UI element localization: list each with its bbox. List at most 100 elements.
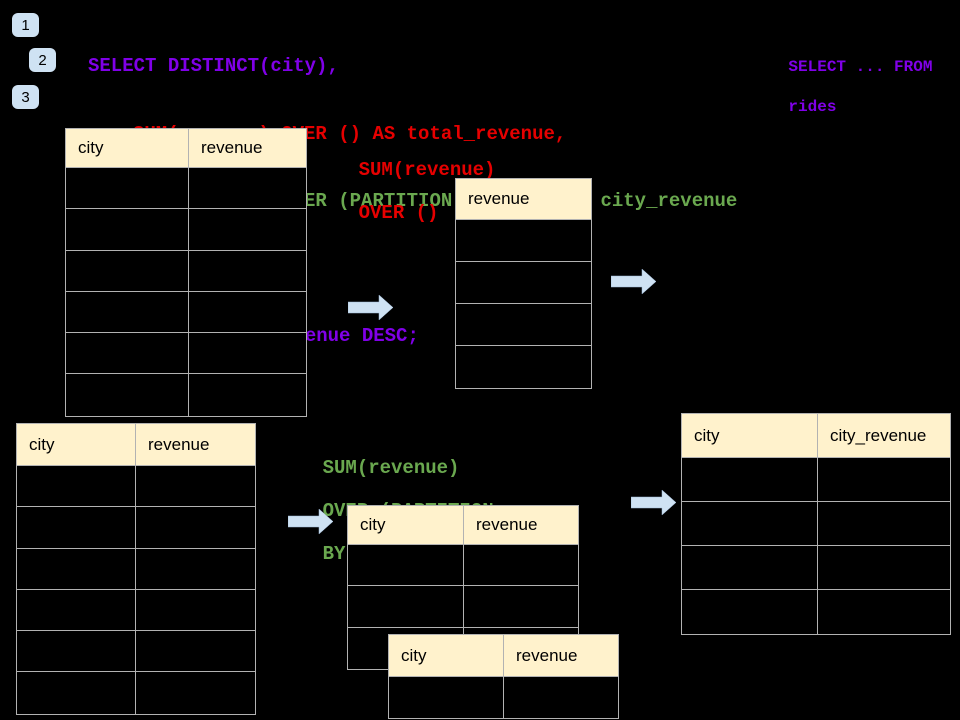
table-cell	[682, 502, 818, 546]
table-cell	[682, 458, 818, 502]
table-row	[66, 250, 306, 292]
table-header: city revenue	[389, 635, 618, 677]
table-row	[456, 346, 591, 388]
annotation-total-line1: SUM(revenue)	[358, 158, 496, 181]
arrow-right-icon	[631, 489, 677, 516]
table-header: city revenue	[66, 129, 306, 168]
table-cell	[17, 631, 136, 673]
table-row	[456, 304, 591, 346]
table-cell	[456, 220, 591, 262]
table-body	[389, 677, 618, 718]
table-body	[456, 220, 591, 388]
table-cell	[682, 590, 818, 634]
table-cell	[66, 333, 189, 375]
table-header: city city_revenue	[682, 414, 950, 458]
table-cell	[17, 589, 136, 632]
annotation-total-revenue: SUM(revenue) OVER ()	[313, 138, 496, 246]
table-cell	[17, 672, 136, 714]
table-header: city revenue	[17, 424, 255, 466]
table-row	[17, 507, 255, 549]
annotation-partition-line1: SUM(revenue)	[322, 456, 460, 479]
arrow-right-icon	[288, 508, 334, 535]
column-header-city-revenue: city_revenue	[830, 425, 927, 445]
table-row	[66, 209, 306, 251]
table-cell	[189, 291, 306, 334]
side-note-line1: SELECT ... FROM	[788, 58, 933, 76]
column-header-revenue: revenue	[476, 515, 538, 534]
table-cell	[456, 262, 591, 304]
table-row	[682, 458, 950, 502]
column-header-city: city	[389, 635, 504, 676]
table-body	[66, 168, 306, 416]
step-badge-1: 1	[12, 13, 39, 37]
table-cell	[17, 466, 136, 508]
table-cell	[818, 458, 950, 502]
table-total-result: revenue	[455, 178, 592, 389]
table-cell	[66, 168, 189, 210]
table-cell	[66, 374, 189, 416]
table-body	[682, 458, 950, 634]
column-header-revenue: revenue	[148, 434, 210, 454]
table-cell	[136, 589, 255, 632]
table-partition-overlay: city revenue	[388, 634, 619, 719]
table-row	[682, 546, 950, 590]
table-cell	[66, 209, 189, 251]
table-cell	[464, 545, 578, 587]
table-cell	[189, 209, 306, 251]
table-row	[66, 333, 306, 375]
table-cell	[456, 346, 591, 388]
annotation-total-line2: OVER ()	[358, 201, 439, 224]
table-cell	[818, 546, 950, 590]
table-source-bottom: city revenue	[16, 423, 256, 715]
table-cell	[818, 502, 950, 546]
table-row	[66, 291, 306, 334]
table-cell	[189, 168, 306, 210]
table-cell	[818, 590, 950, 634]
column-header-city: city	[348, 506, 464, 544]
table-cell	[389, 677, 504, 718]
table-row	[17, 589, 255, 632]
table-cell	[348, 586, 464, 628]
table-row	[17, 466, 255, 508]
table-cell	[464, 586, 578, 628]
table-cell	[136, 466, 255, 508]
column-header-revenue: revenue	[516, 645, 578, 665]
table-row	[17, 672, 255, 714]
table-row	[682, 590, 950, 634]
column-header-city: city	[17, 424, 136, 465]
arrow-right-icon	[348, 294, 394, 321]
table-source-top: city revenue	[65, 128, 307, 417]
table-row	[348, 586, 578, 628]
table-body	[17, 466, 255, 714]
table-row	[389, 677, 618, 718]
table-row	[66, 168, 306, 210]
side-note: SELECT ... FROM rides	[750, 37, 932, 137]
table-cell	[682, 546, 818, 590]
table-row	[66, 374, 306, 416]
table-row	[17, 631, 255, 673]
table-cell	[66, 250, 189, 292]
table-cell	[66, 291, 189, 334]
column-header-revenue: revenue	[468, 189, 530, 208]
table-cell	[456, 304, 591, 346]
table-cell	[17, 548, 136, 590]
table-cell	[17, 507, 136, 549]
table-cell	[189, 333, 306, 375]
column-header-city: city	[682, 414, 818, 457]
table-cell	[504, 677, 618, 718]
table-row	[348, 545, 578, 587]
column-header-revenue: revenue	[201, 138, 263, 157]
table-cell	[136, 507, 255, 549]
arrow-right-icon	[611, 268, 657, 295]
table-cell	[189, 374, 306, 416]
table-cell	[136, 672, 255, 714]
column-header-city: city	[66, 129, 189, 167]
step-badge-2: 2	[29, 48, 56, 72]
table-cell	[348, 545, 464, 587]
table-cell	[136, 631, 255, 673]
sql-line-select: SELECT DISTINCT(city),	[88, 55, 339, 77]
table-row	[456, 262, 591, 304]
table-header: revenue	[456, 179, 591, 220]
side-note-line2: rides	[788, 98, 837, 116]
